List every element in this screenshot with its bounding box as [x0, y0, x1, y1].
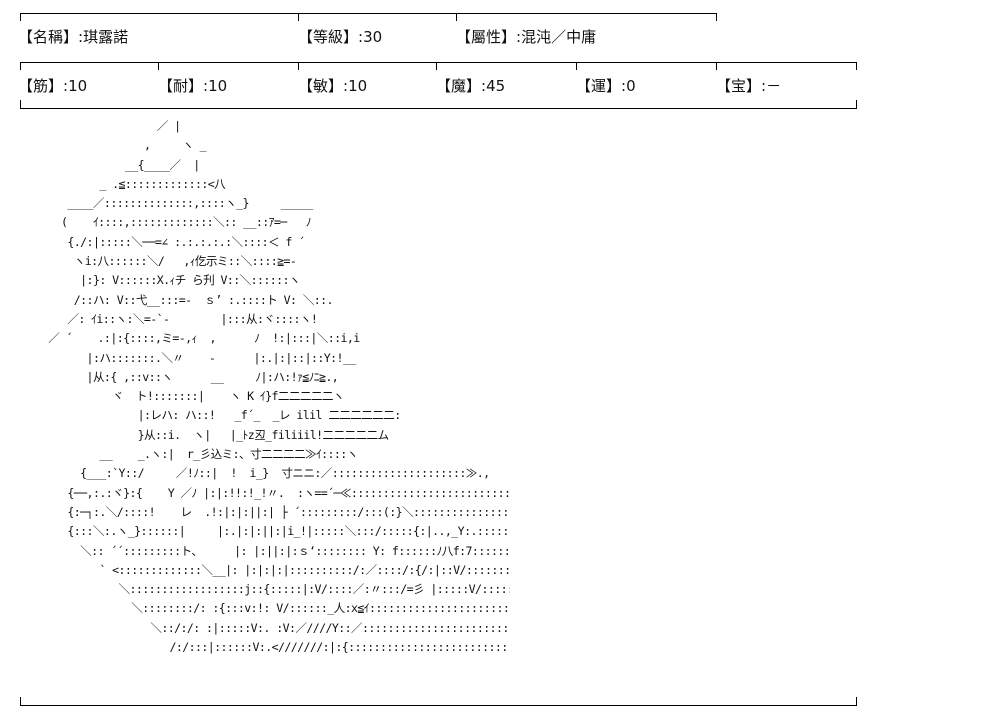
agility-label: 【敏】: [298, 77, 344, 95]
luck-value: :0: [621, 77, 636, 95]
magic-label: 【魔】: [436, 77, 482, 95]
name-field: 【名稱】:琪露諾: [18, 28, 128, 46]
top-border: [20, 13, 717, 14]
tick: [20, 62, 21, 70]
tick: [158, 62, 159, 70]
endurance-value: :10: [203, 77, 228, 95]
tick: [716, 62, 717, 70]
attribute-field: 【屬性】:混沌／中庸: [456, 28, 596, 46]
luck-label: 【運】: [576, 77, 622, 95]
noble-phantasm-label: 【宝】: [716, 77, 762, 95]
tick: [20, 13, 21, 21]
stats-bottom-border: [20, 108, 857, 109]
magic-field: 【魔】:45: [436, 77, 505, 95]
ascii-art-text: ／ | , ヽ _ __{____／ | _ .≦:::::::::::::<八…: [48, 119, 510, 655]
tick: [436, 62, 437, 70]
tick: [20, 100, 21, 108]
grade-label: 【等級】: [298, 28, 359, 46]
tick: [576, 62, 577, 70]
tick: [856, 62, 857, 70]
ascii-art-character: ／ | , ヽ _ __{____／ | _ .≦:::::::::::::<八…: [10, 117, 510, 692]
strength-label: 【筋】: [18, 77, 64, 95]
luck-field: 【運】:0: [576, 77, 636, 95]
tick: [856, 697, 857, 705]
strength-value: :10: [63, 77, 88, 95]
name-value: :琪露諾: [78, 28, 129, 46]
bottom-border: [20, 705, 857, 706]
noble-phantasm-value: :－: [761, 77, 782, 95]
strength-field: 【筋】:10: [18, 77, 87, 95]
tick: [716, 13, 717, 21]
tick: [298, 13, 299, 21]
endurance-label: 【耐】: [158, 77, 204, 95]
name-label: 【名稱】: [18, 28, 79, 46]
tick: [298, 62, 299, 70]
tick: [856, 100, 857, 108]
attribute-value: :混沌／中庸: [516, 28, 597, 46]
tick: [20, 697, 21, 705]
endurance-field: 【耐】:10: [158, 77, 227, 95]
grade-value: :30: [358, 28, 383, 46]
magic-value: :45: [481, 77, 506, 95]
middle-border: [20, 62, 857, 63]
attribute-label: 【屬性】: [456, 28, 517, 46]
tick: [456, 13, 457, 21]
agility-value: :10: [343, 77, 368, 95]
agility-field: 【敏】:10: [298, 77, 367, 95]
noble-phantasm-field: 【宝】:－: [716, 77, 781, 95]
grade-field: 【等級】:30: [298, 28, 382, 46]
